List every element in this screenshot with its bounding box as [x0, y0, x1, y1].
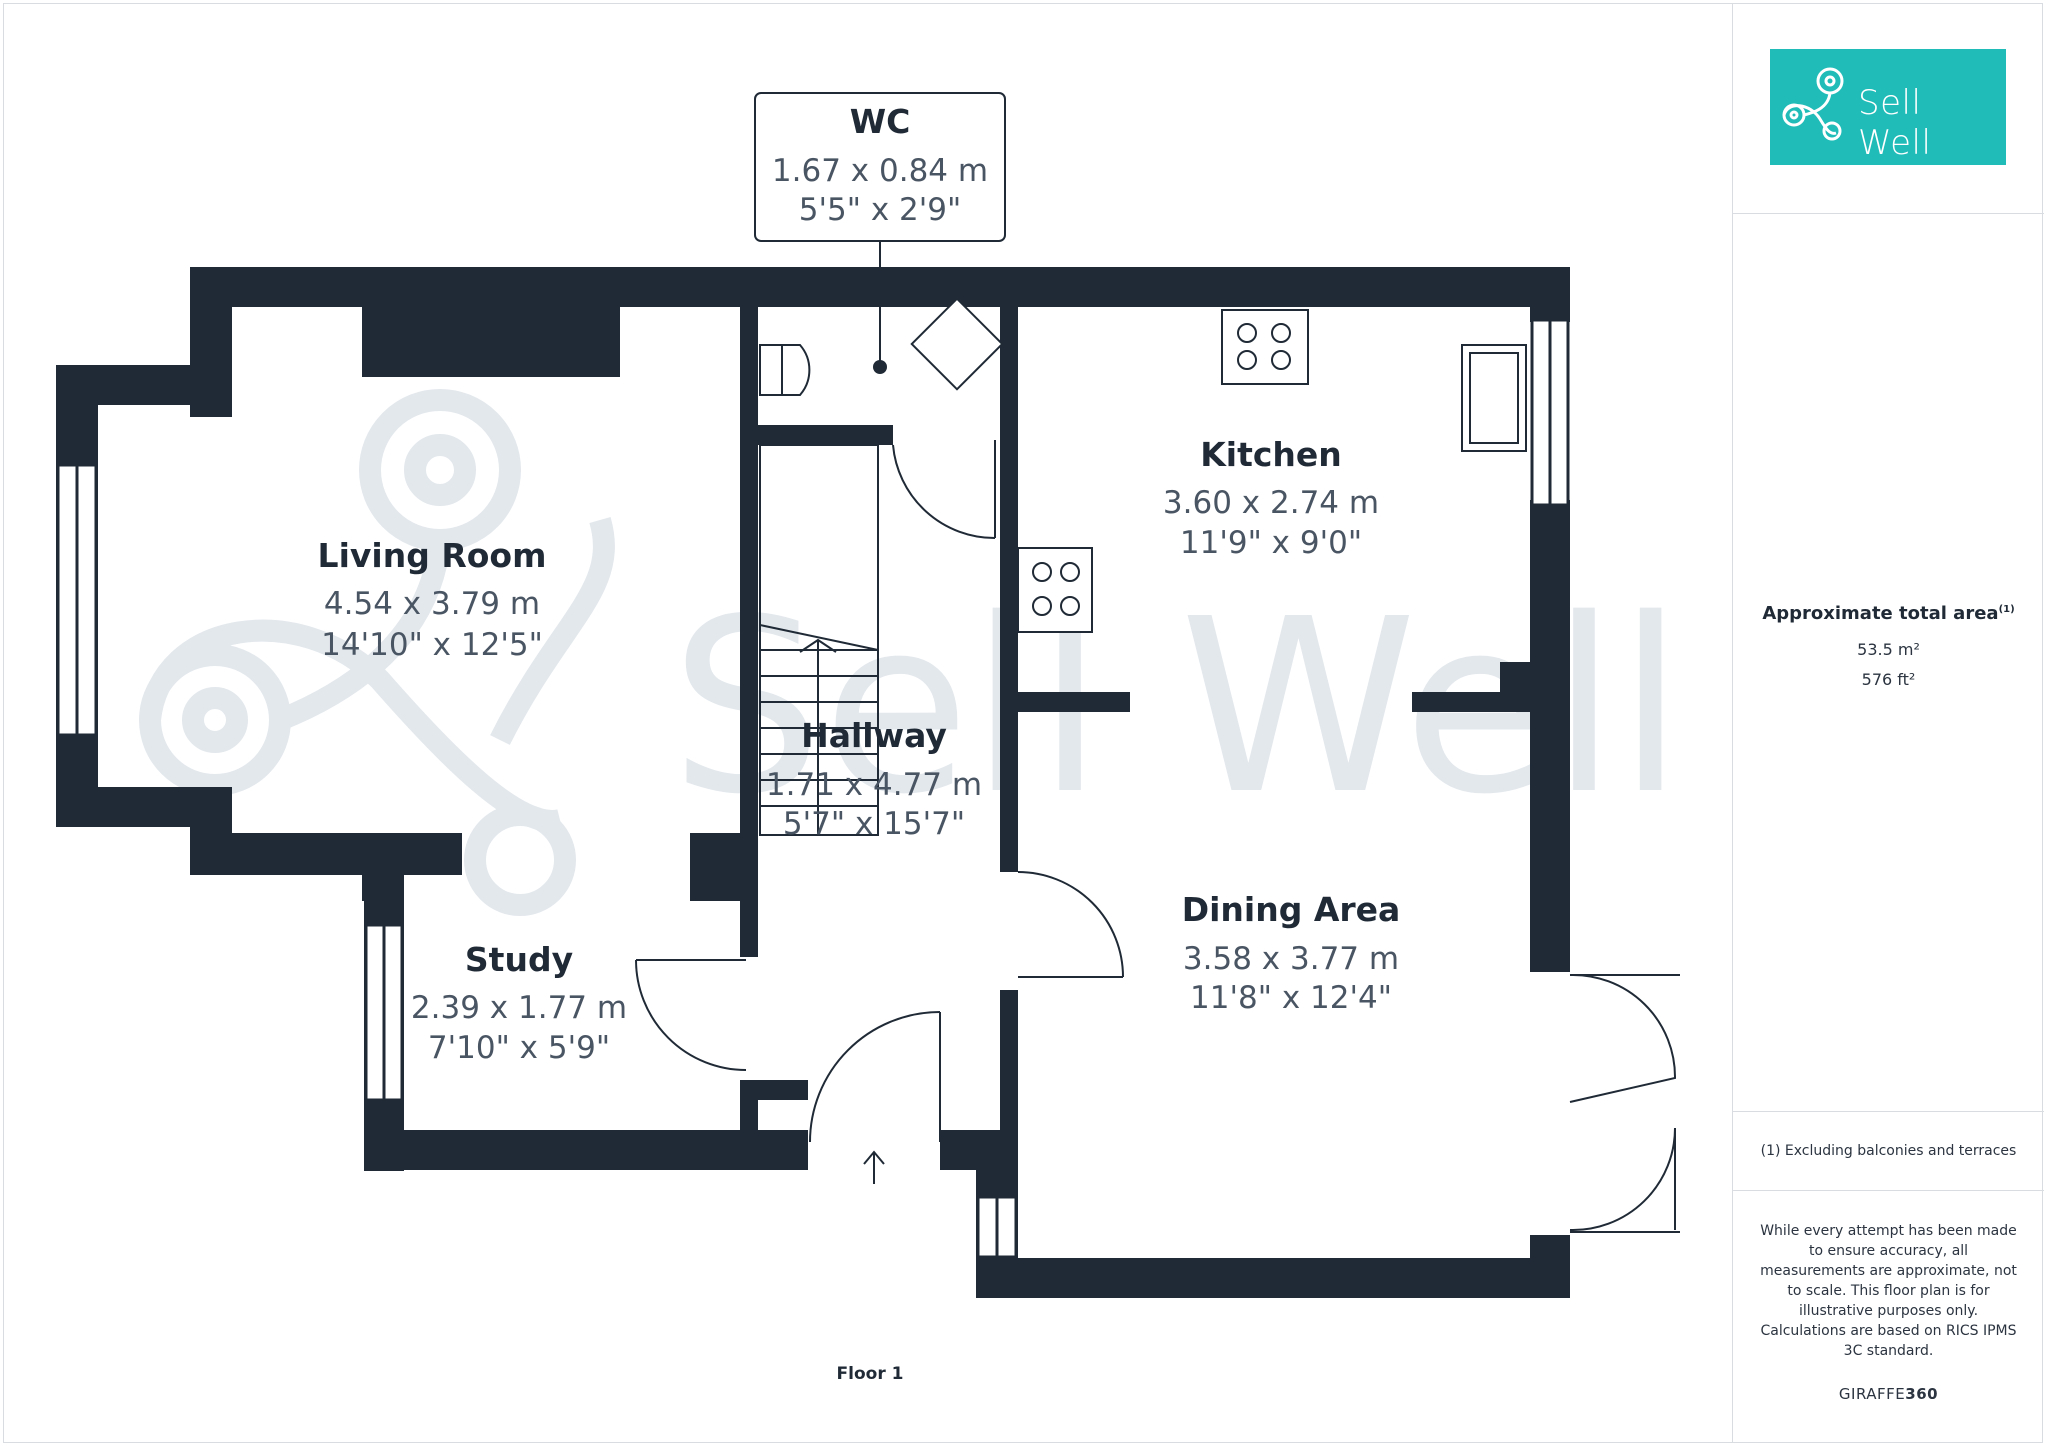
room-name-wc: WC	[850, 102, 911, 141]
room-metric-wc: 1.67 x 0.84 m	[772, 153, 988, 189]
room-metric: 1.71 x 4.77 m	[766, 767, 982, 803]
room-label-living-room: Living Room 4.54 x 3.79 m 14'10" x 12'5"	[318, 536, 547, 663]
basin-icon	[910, 297, 1004, 391]
room-metric: 3.60 x 2.74 m	[1163, 485, 1379, 521]
entrance-arrow-icon	[863, 1150, 885, 1184]
stairs	[759, 444, 879, 836]
footnote: (1) Excluding balconies and terraces	[1760, 1143, 2017, 1159]
calculation-note: Calculations are based on RICS IPMS 3C s…	[1760, 1323, 2017, 1359]
room-imperial-wc: 5'5" x 2'9"	[799, 192, 962, 228]
area-footnote-mark: (1)	[1998, 604, 2015, 615]
doors	[635, 440, 1680, 1233]
disclaimer: While every attempt has been made to ens…	[1760, 1223, 2017, 1319]
hob-icon	[1221, 309, 1309, 385]
windows	[56, 318, 1570, 1259]
room-imperial: 14'10" x 12'5"	[321, 627, 543, 663]
room-metric: 4.54 x 3.79 m	[324, 586, 540, 622]
room-label-kitchen: Kitchen 3.60 x 2.74 m 11'9" x 9'0"	[1163, 435, 1379, 561]
floor-label: Floor 1	[836, 1364, 904, 1384]
info-sidebar: Sell Well Approximate total area(1) 53.5…	[1732, 3, 2044, 1443]
room-imperial: 11'9" x 9'0"	[1180, 525, 1362, 561]
toilet-icon	[759, 344, 811, 396]
watermark	[139, 389, 615, 916]
room-name: Dining Area	[1182, 890, 1401, 929]
floor-plan: Sell Well	[56, 92, 1684, 1298]
room-metric: 3.58 x 3.77 m	[1183, 941, 1399, 977]
room-imperial: 11'8" x 12'4"	[1190, 980, 1392, 1016]
room-label-hallway: Hallway 1.71 x 4.77 m 5'7" x 15'7"	[766, 716, 982, 842]
giraffe360-brand: GIRAFFE360	[1733, 1385, 2044, 1403]
page-frame	[3, 3, 2043, 1443]
room-name: Study	[465, 940, 573, 979]
cooker-icon	[1017, 547, 1093, 633]
logo-text: Sell Well	[1858, 83, 1932, 163]
brand-prefix: GIRAFFE	[1838, 1385, 1906, 1403]
room-name: Hallway	[801, 716, 947, 755]
area-m2: 53.5 m²	[1857, 640, 1920, 659]
divider	[1733, 213, 2044, 214]
divider	[1733, 1190, 2044, 1191]
room-name: Living Room	[318, 536, 547, 575]
fixtures	[759, 297, 1527, 633]
room-imperial: 7'10" x 5'9"	[428, 1030, 610, 1066]
logo-mark-icon	[1782, 67, 1844, 141]
room-label-dining-area: Dining Area 3.58 x 3.77 m 11'8" x 12'4"	[1182, 890, 1401, 1016]
room-metric: 2.39 x 1.77 m	[411, 990, 627, 1026]
area-title: Approximate total area(1)	[1733, 603, 2044, 624]
area-ft2: 576 ft²	[1861, 670, 1916, 689]
room-imperial: 5'7" x 15'7"	[783, 806, 965, 842]
divider	[1733, 1111, 2044, 1112]
wc-callout: WC 1.67 x 0.84 m 5'5" x 2'9"	[754, 92, 1006, 374]
sell-well-logo: Sell Well	[1770, 49, 2006, 165]
room-label-study: Study 2.39 x 1.77 m 7'10" x 5'9"	[411, 940, 627, 1066]
room-name: Kitchen	[1200, 435, 1342, 474]
area-title-text: Approximate total area	[1762, 603, 1999, 624]
brand-suffix: 360	[1905, 1385, 1939, 1403]
